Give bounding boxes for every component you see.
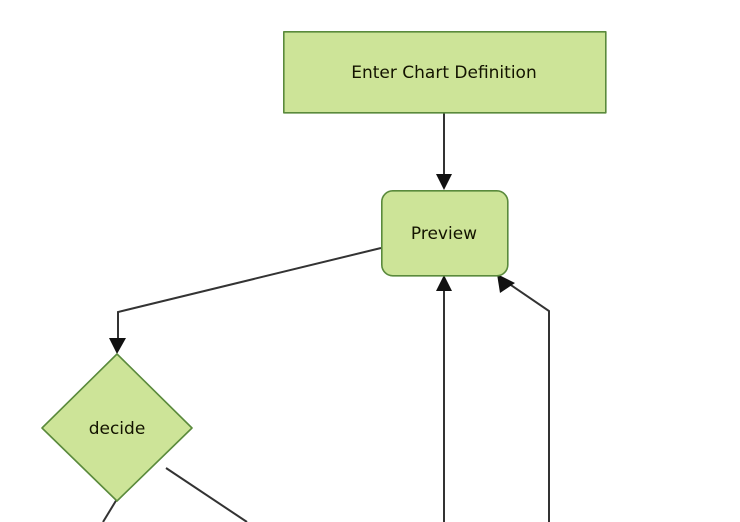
arrowhead-into-preview-bottom-right bbox=[497, 274, 515, 293]
arrowhead-into-preview-bottom bbox=[436, 275, 452, 291]
node-layer: Enter Chart Definition Preview decide bbox=[41, 30, 607, 502]
node-preview[interactable]: Preview bbox=[380, 190, 509, 277]
edge-bottom-center-to-preview[interactable] bbox=[436, 275, 452, 522]
node-preview-shape bbox=[380, 190, 509, 277]
node-decide-shape bbox=[41, 353, 193, 502]
edge-bottom-right-to-preview-line bbox=[504, 280, 550, 522]
edge-preview-to-decide-line bbox=[117, 247, 382, 344]
edge-decide-bottom-out-line bbox=[102, 498, 118, 522]
arrowhead-into-preview-top bbox=[436, 174, 452, 190]
edge-decide-bottom-out[interactable] bbox=[102, 498, 118, 522]
edge-enter-to-preview[interactable] bbox=[436, 113, 452, 190]
node-decide[interactable]: decide bbox=[41, 353, 193, 502]
edge-decide-right-out-line bbox=[165, 467, 248, 522]
node-enter-chart-definition-shape bbox=[282, 30, 607, 114]
edge-decide-right-out[interactable] bbox=[165, 467, 248, 522]
edge-bottom-right-to-preview[interactable] bbox=[497, 274, 550, 522]
edge-layer bbox=[102, 113, 550, 522]
node-enter-chart-definition[interactable]: Enter Chart Definition bbox=[282, 30, 607, 114]
edge-preview-to-decide[interactable] bbox=[109, 247, 382, 354]
arrowhead-into-decide-top bbox=[109, 338, 126, 354]
